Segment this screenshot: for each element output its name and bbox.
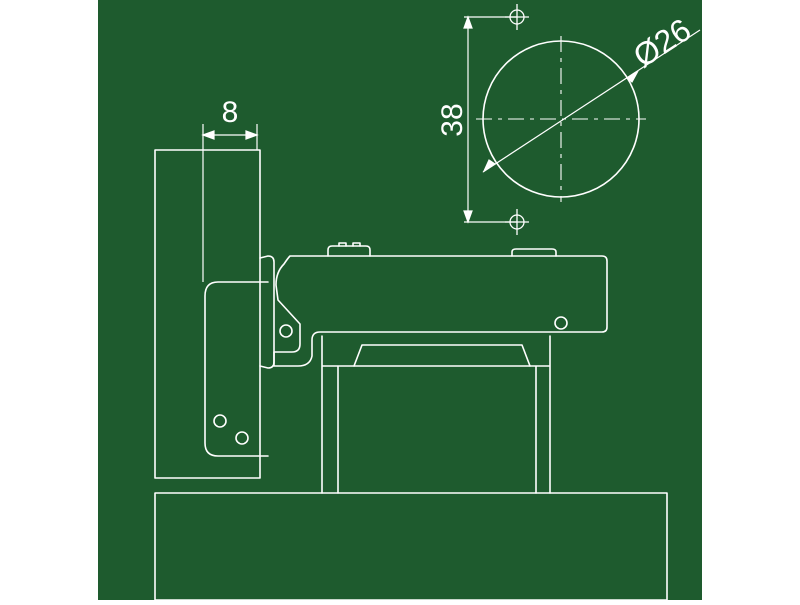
arm-pivot-hole-left [279, 324, 293, 338]
base-plate-top [353, 344, 531, 367]
drawing-background [98, 0, 702, 601]
mounting-screw-hole-upper [213, 414, 227, 428]
diameter-leader-line [482, 29, 701, 173]
adjustment-screw-left-cap [338, 242, 361, 247]
diameter-arrow-upper [625, 70, 639, 83]
adjustment-screw-right [511, 248, 557, 257]
width-arrow-right [245, 130, 259, 140]
mounting-screw-hole-lower [235, 431, 249, 445]
door-panel-outline [154, 149, 261, 479]
hinge-arm-body [273, 255, 608, 367]
height-arrow-bottom [463, 210, 473, 224]
hinge-cup-flange [259, 255, 275, 369]
adjustment-screw-left [327, 245, 371, 257]
arm-pivot-hole-right [554, 316, 568, 330]
width-dimension-label: 8 [222, 96, 239, 129]
diameter-arrow-lower [482, 159, 497, 173]
height-dimension-label: 38 [436, 103, 469, 136]
mounting-plate-outline [204, 281, 269, 457]
width-arrow-left [201, 130, 215, 140]
height-arrow-top [463, 15, 473, 29]
base-plate-outline [321, 335, 551, 494]
